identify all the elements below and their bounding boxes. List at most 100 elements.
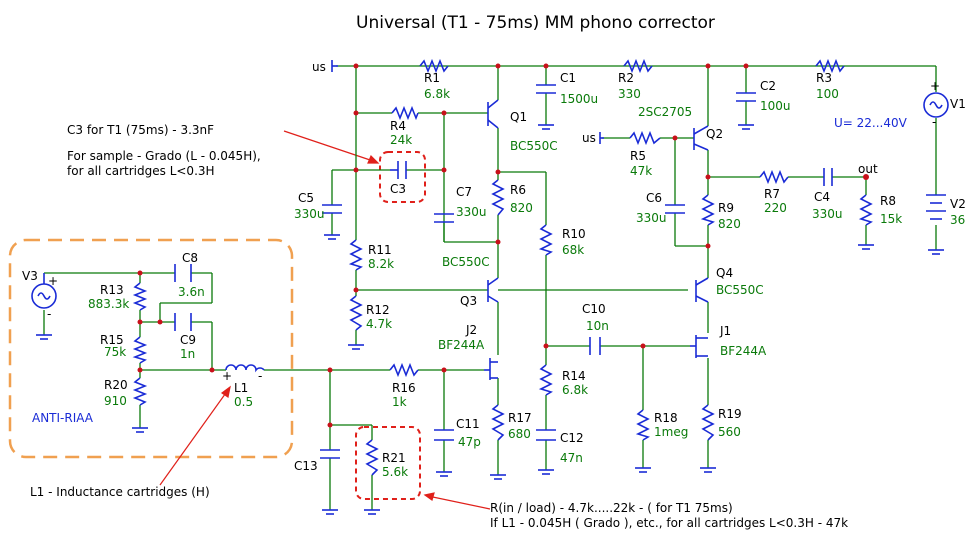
arrow-r21 xyxy=(423,492,491,510)
arrow-l1 xyxy=(159,385,231,486)
R6-name: R6 xyxy=(510,183,526,197)
R13-name: R13 xyxy=(100,283,124,297)
R17-symbol xyxy=(491,404,505,441)
l1-plus: + xyxy=(222,369,232,383)
J2-symbol xyxy=(484,358,498,380)
R17-value: 680 xyxy=(508,427,531,441)
R13-value: 883.3k xyxy=(88,297,129,311)
R11-name: R11 xyxy=(368,243,392,257)
V2-value: 36 xyxy=(950,213,965,227)
Q2-symbol xyxy=(693,125,709,151)
junctions xyxy=(137,63,869,428)
C3-name: C3 xyxy=(390,182,406,196)
Q2-type: 2SC2705 xyxy=(638,105,692,119)
C11-value: 47p xyxy=(458,435,481,449)
R7-name: R7 xyxy=(764,187,780,201)
C6-name: C6 xyxy=(646,191,662,205)
R1-symbol xyxy=(419,58,449,74)
R18-symbol xyxy=(635,409,650,441)
Q1-symbol xyxy=(487,99,499,129)
net-out: out xyxy=(858,162,878,176)
grounds xyxy=(36,124,944,515)
Q2-name: Q2 xyxy=(706,127,723,141)
Q3-type: BC550C xyxy=(442,255,490,269)
net-us-1: us xyxy=(312,60,326,74)
R1-value: 6.8k xyxy=(424,87,450,101)
R14-value: 6.8k xyxy=(562,383,588,397)
R11-symbol xyxy=(348,239,363,271)
C12-name: C12 xyxy=(560,431,584,445)
R19-value: 560 xyxy=(718,425,741,439)
note-r-line1: R(in / load) - 4.7k.....22k - ( for T1 7… xyxy=(490,501,733,515)
R4-name: R4 xyxy=(390,119,406,133)
R21-symbol xyxy=(365,439,379,476)
V2-symbol xyxy=(926,194,946,220)
R4-symbol xyxy=(391,105,419,121)
L1-name: L1 xyxy=(234,381,248,395)
R9-symbol xyxy=(700,194,715,226)
V2-name: V2 xyxy=(950,197,966,211)
R2-value: 330 xyxy=(618,87,641,101)
R16-value: 1k xyxy=(392,395,407,409)
C5-name: C5 xyxy=(298,191,314,205)
R3-symbol xyxy=(815,58,845,74)
J2-type: BF244A xyxy=(438,338,485,352)
R5-symbol xyxy=(629,130,661,146)
C2-name: C2 xyxy=(760,79,776,93)
C12-value: 47n xyxy=(560,451,583,465)
R18-value: 1meg xyxy=(654,425,688,439)
supply-note: U= 22...40V xyxy=(834,116,908,130)
v3-plus: + xyxy=(48,274,58,288)
R17-name: R17 xyxy=(508,411,532,425)
R5-value: 47k xyxy=(630,164,652,178)
net-flags xyxy=(331,60,604,144)
C6-value: 330u xyxy=(636,211,667,225)
R2-name: R2 xyxy=(618,71,634,85)
R12-name: R12 xyxy=(366,303,390,317)
C13-name: C13 xyxy=(294,459,318,473)
R14-symbol xyxy=(538,364,553,396)
C2-value: 100u xyxy=(760,99,791,113)
Q3-symbol xyxy=(487,277,499,303)
R11-value: 8.2k xyxy=(368,257,394,271)
net-us-2: us xyxy=(582,131,596,145)
C1-name: C1 xyxy=(560,71,576,85)
c3-highlight xyxy=(379,151,426,203)
V1-symbol xyxy=(923,92,949,118)
C9-value: 1n xyxy=(180,347,195,361)
R8-symbol xyxy=(858,194,873,226)
R20-value: 910 xyxy=(104,394,127,408)
C4-value: 330u xyxy=(812,207,843,221)
R4-value: 24k xyxy=(390,133,412,147)
Q3-name: Q3 xyxy=(460,294,477,308)
R15-name: R15 xyxy=(100,333,124,347)
R18-name: R18 xyxy=(654,411,678,425)
Q1-type: BC550C xyxy=(510,139,558,153)
note-c3-line2: For sample - Grado (L - 0.045H), xyxy=(67,149,261,163)
note-l1: L1 - Inductance cartridges (H) xyxy=(30,485,210,499)
R9-value: 820 xyxy=(718,217,741,231)
J1-symbol xyxy=(690,335,708,358)
C5-value: 330u xyxy=(294,207,325,221)
R10-name: R10 xyxy=(562,227,586,241)
wires xyxy=(43,65,937,510)
R20-symbol xyxy=(132,377,148,406)
C8-value: 3.6n xyxy=(178,285,205,299)
C7-name: C7 xyxy=(456,185,472,199)
r21-highlight xyxy=(355,426,421,500)
l1-minus: - xyxy=(258,369,262,383)
C9-name: C9 xyxy=(180,333,196,347)
arrow-c3 xyxy=(283,130,380,164)
note-r-line2: If L1 - 0.045H ( Grado ), etc., for all … xyxy=(490,516,848,530)
R6-value: 820 xyxy=(510,201,533,215)
V3-name: V3 xyxy=(22,269,38,283)
Q4-symbol xyxy=(695,277,709,303)
R12-value: 4.7k xyxy=(366,317,392,331)
Q4-type: BC550C xyxy=(716,283,764,297)
V3-symbol xyxy=(31,273,57,309)
J2-name: J2 xyxy=(465,323,477,337)
V1-name: V1 xyxy=(950,97,966,111)
v3-minus: - xyxy=(47,307,51,321)
R19-symbol xyxy=(701,404,715,441)
